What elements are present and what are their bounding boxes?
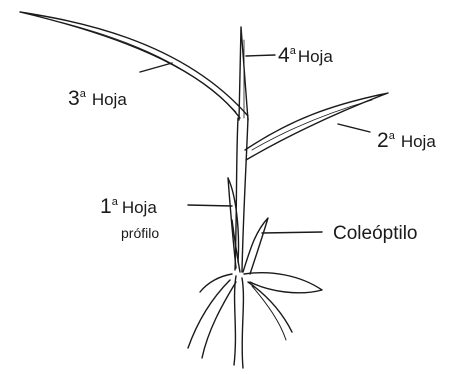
label-prophyll: prófilo [121, 225, 159, 241]
third-leaf [20, 12, 248, 118]
label-coleoptile: Coleóptilo [333, 223, 418, 244]
fourth-leaf [239, 27, 248, 120]
basal-leaves [200, 273, 322, 293]
leader-line-leaf2 [338, 124, 370, 132]
roots [188, 276, 292, 368]
leader-line-coleoptile [262, 232, 322, 233]
leader-line-leaf1 [188, 205, 232, 206]
leader-line-leaf4 [246, 55, 275, 56]
leader-line-leaf3 [140, 63, 172, 72]
stem [235, 118, 248, 272]
second-leaf [245, 93, 388, 160]
